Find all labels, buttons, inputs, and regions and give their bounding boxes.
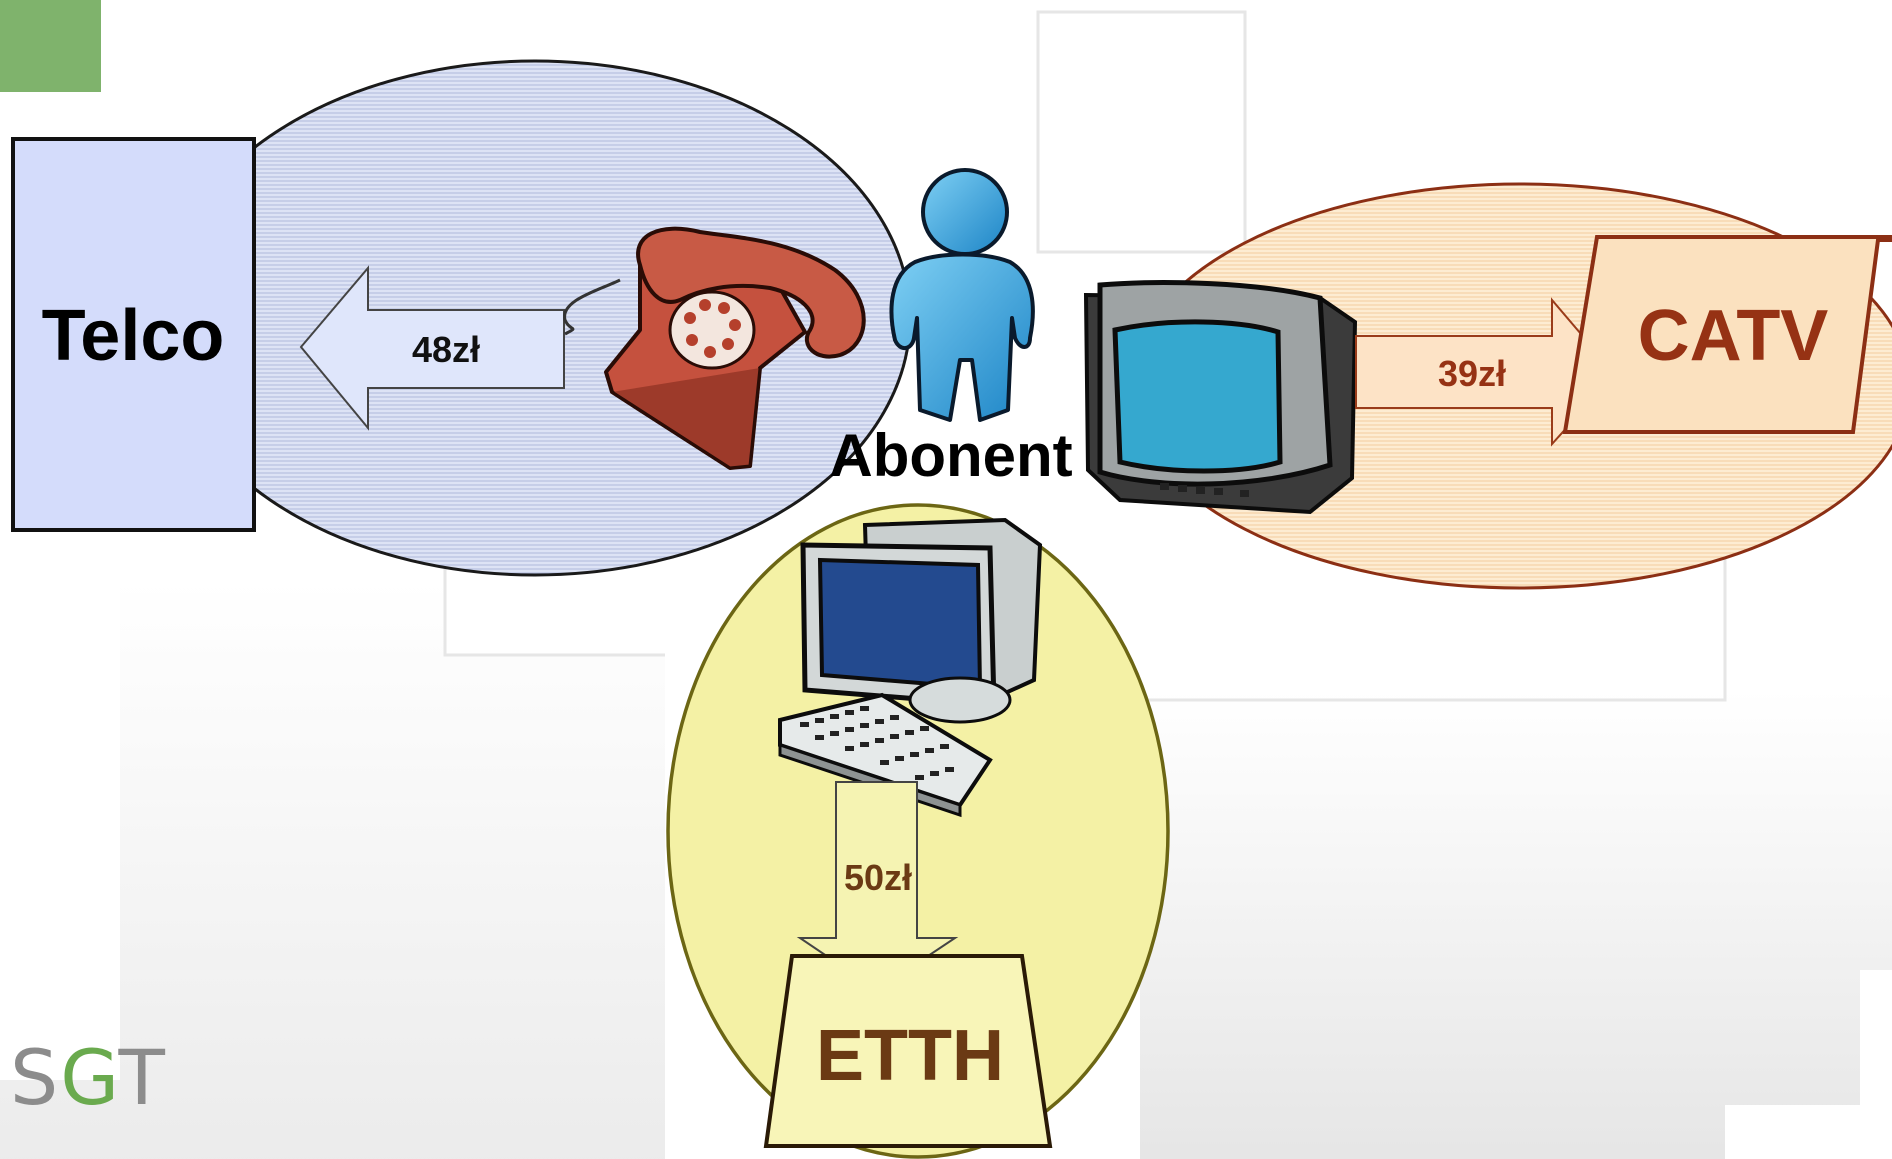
- corner-square: [0, 0, 101, 92]
- person-icon: [889, 168, 1035, 422]
- etth-box: [763, 954, 1053, 1148]
- subscriber-label: Abonent: [829, 422, 1072, 489]
- telco-price-label: 48zł: [412, 329, 480, 370]
- catv-label: CATV: [1638, 296, 1829, 376]
- logo-letter-t: T: [118, 1033, 167, 1122]
- catv-price-label: 39zł: [1438, 353, 1506, 394]
- telephone-icon: [563, 226, 866, 470]
- etth-label: ETTH: [816, 1016, 1004, 1096]
- catv-box: [1562, 235, 1892, 434]
- etth-price-label: 50zł: [844, 857, 912, 898]
- telco-payment-arrow: [299, 265, 565, 431]
- television-icon: [1083, 280, 1358, 515]
- computer-icon: [778, 517, 1043, 818]
- telco-label: Telco: [42, 296, 225, 376]
- telco-box: [11, 137, 256, 532]
- background-shading: [0, 10, 1892, 1159]
- logo-letter-g: G: [60, 1033, 119, 1122]
- sgt-logo: SGT: [10, 1040, 167, 1116]
- logo-letter-s: S: [10, 1033, 61, 1122]
